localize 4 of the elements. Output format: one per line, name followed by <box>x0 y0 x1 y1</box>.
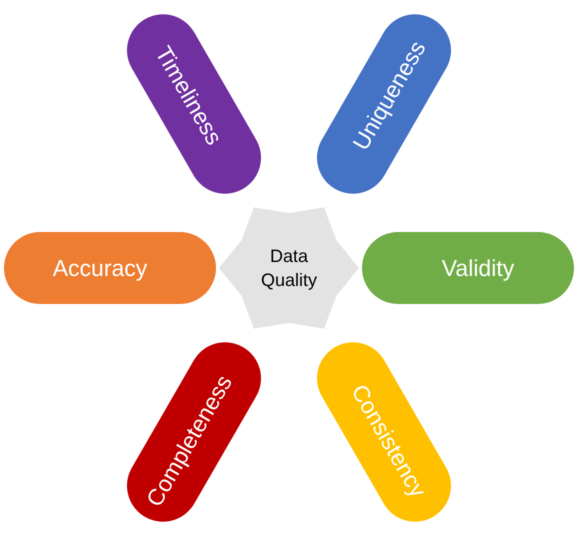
dimension-label: Accuracy <box>52 254 148 282</box>
dimension-label: Validity <box>442 254 514 282</box>
center-label: Data Quality <box>260 245 318 292</box>
star-shape <box>219 207 359 329</box>
